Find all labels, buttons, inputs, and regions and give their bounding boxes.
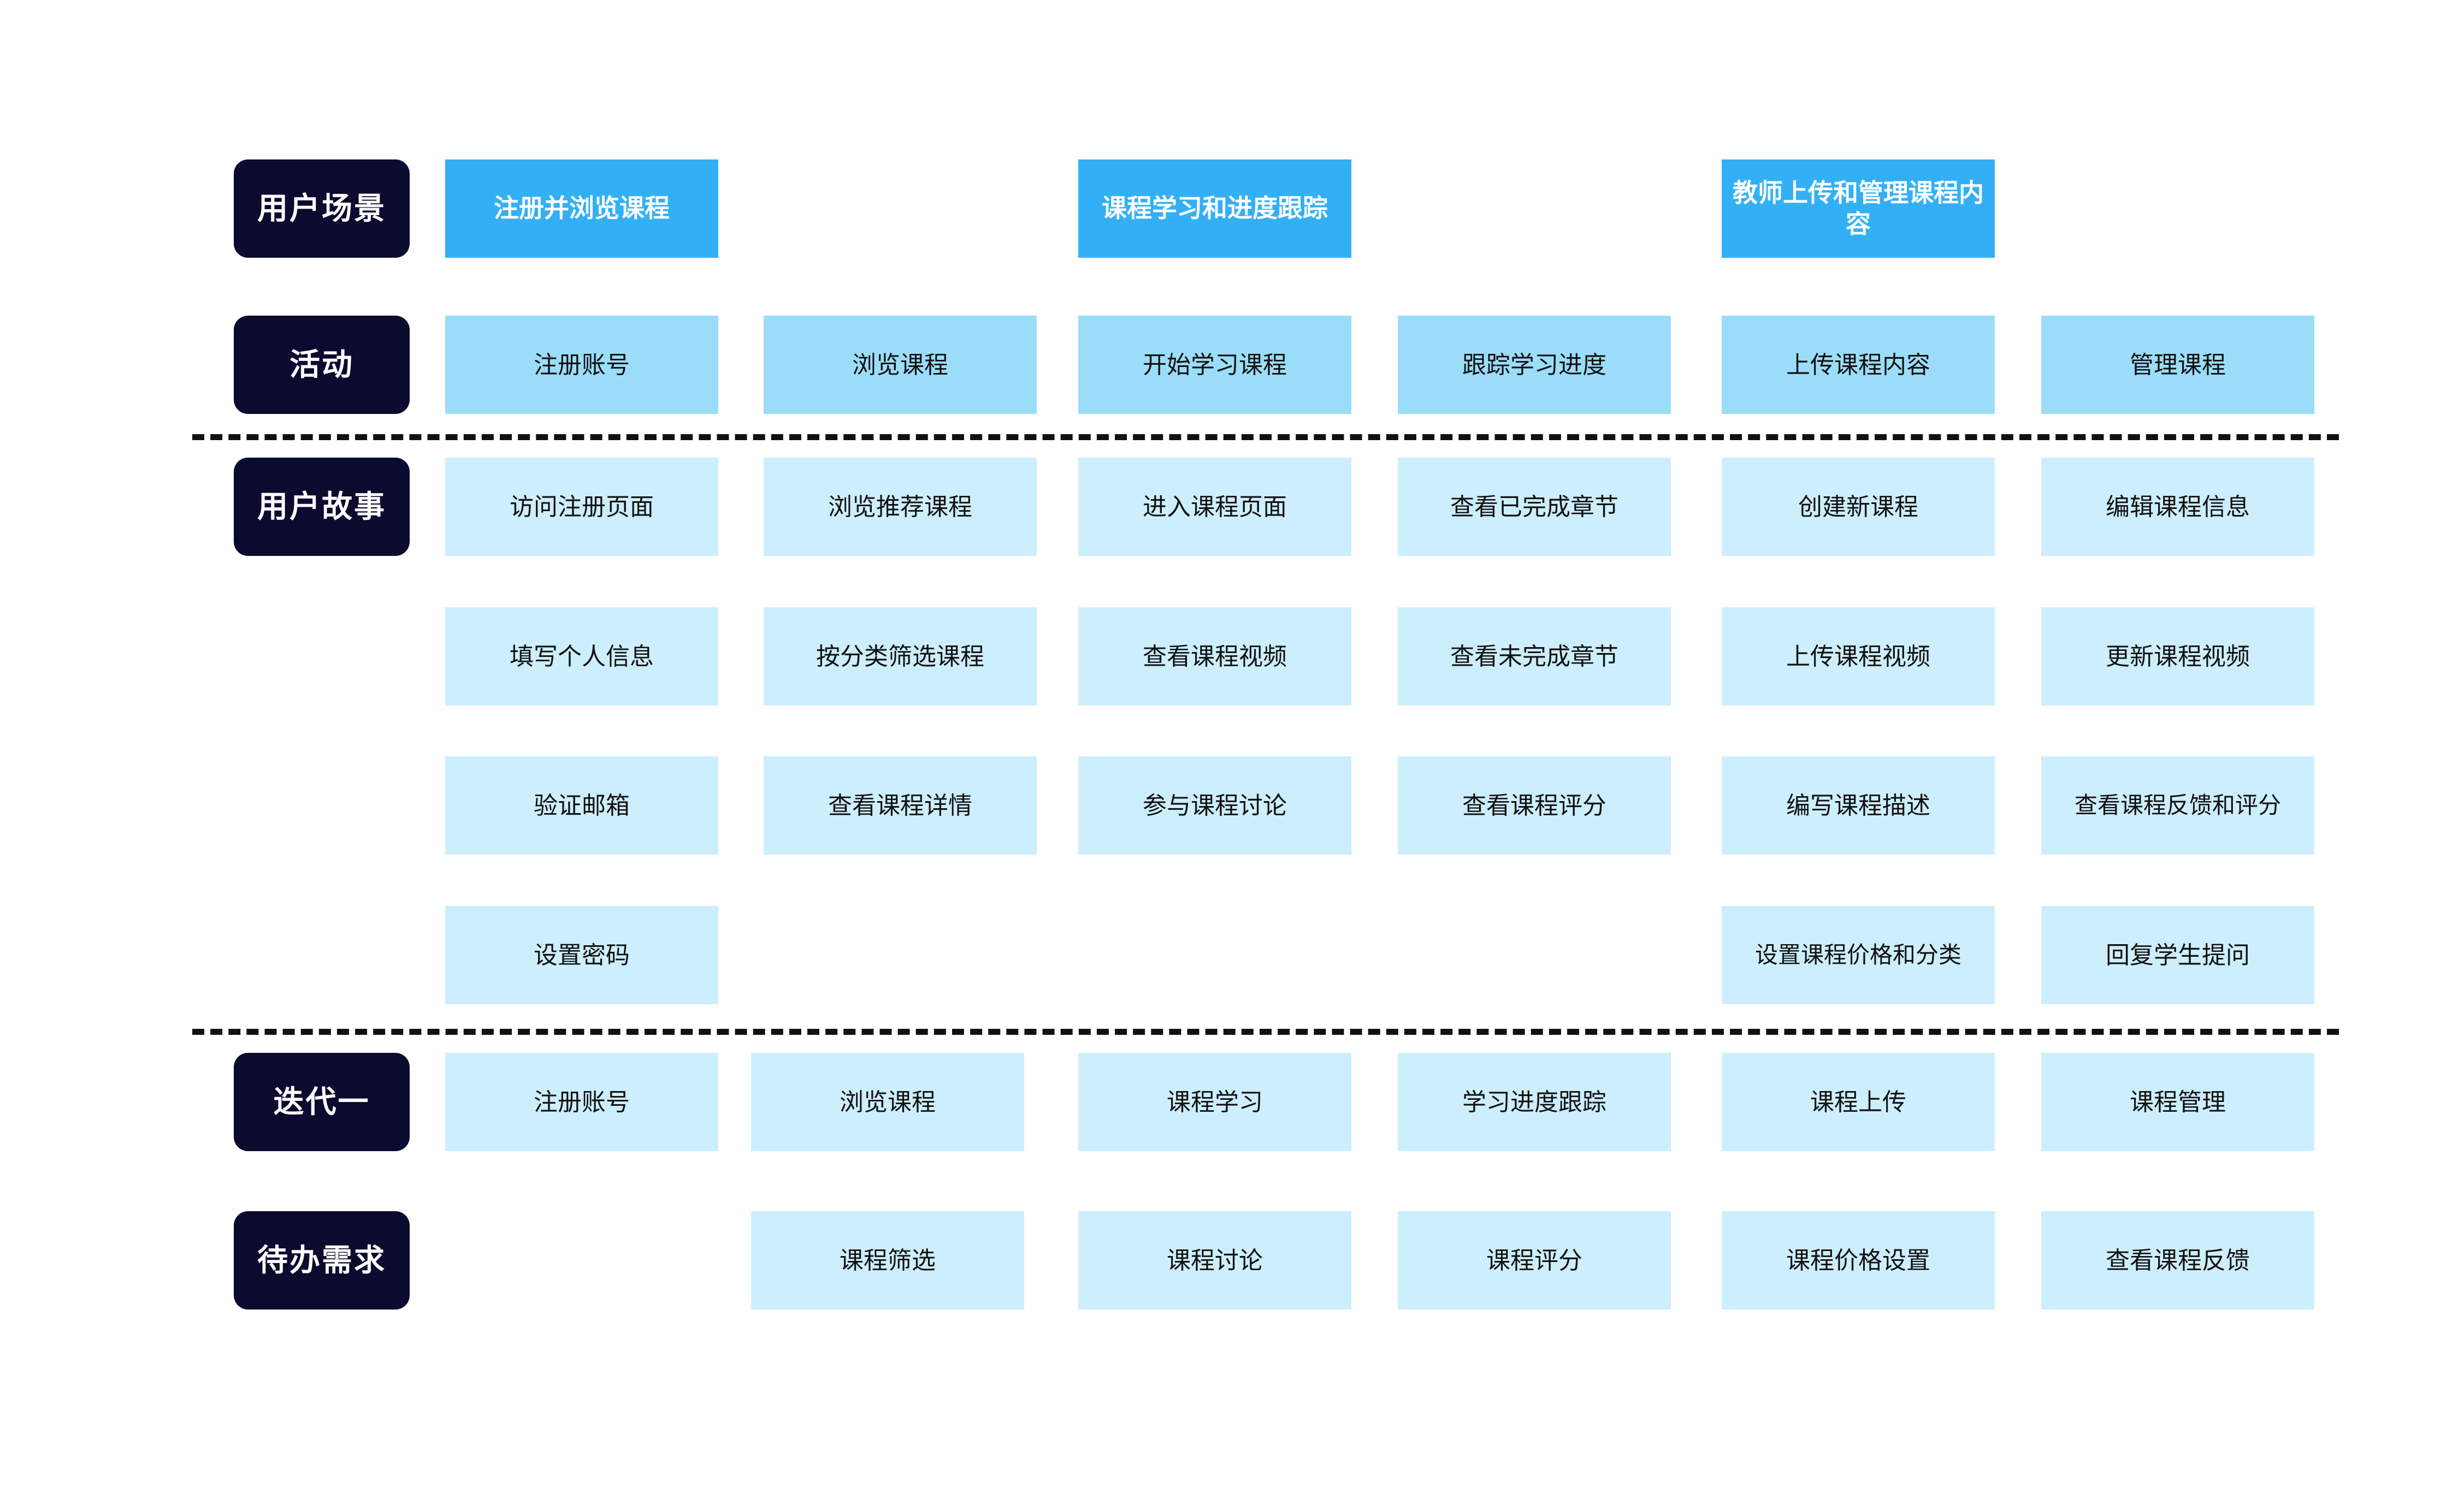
divider-above-user-stories — [192, 434, 2339, 440]
story-card-text: 查看课程反馈和评分 — [2074, 792, 2281, 818]
backlog-card-text: 课程筛选 — [840, 1247, 936, 1274]
divider-above-iteration — [192, 1029, 2339, 1035]
story-card-r1c0[interactable]: 访问注册页面 — [445, 458, 718, 556]
backlog-card-4[interactable]: 课程价格设置 — [1722, 1211, 1995, 1310]
backlog-card-5[interactable]: 查看课程反馈 — [2041, 1211, 2314, 1310]
iteration-card-text: 注册账号 — [534, 1088, 630, 1116]
story-card-r3c2[interactable]: 参与课程讨论 — [1078, 756, 1351, 855]
iteration-card-text: 课程学习 — [1167, 1088, 1263, 1116]
activity-card-text: 上传课程内容 — [1786, 351, 1930, 378]
row-label-scenario-text: 用户场景 — [257, 191, 386, 226]
story-card-text: 填写个人信息 — [510, 643, 654, 670]
activity-card-text: 浏览课程 — [852, 351, 948, 378]
iteration-card-0[interactable]: 注册账号 — [445, 1053, 718, 1151]
row-label-backlog: 待办需求 — [234, 1211, 410, 1310]
row-label-backlog-text: 待办需求 — [257, 1243, 386, 1278]
backlog-card-1[interactable]: 课程筛选 — [751, 1211, 1024, 1310]
story-card-r3c0[interactable]: 验证邮箱 — [445, 756, 718, 855]
activity-card-3[interactable]: 跟踪学习进度 — [1398, 316, 1671, 414]
story-card-r4c4[interactable]: 设置课程价格和分类 — [1722, 906, 1995, 1004]
row-label-user-story: 用户故事 — [234, 458, 410, 556]
row-label-user-story-text: 用户故事 — [257, 489, 386, 524]
iteration-card-text: 课程管理 — [2130, 1088, 2226, 1116]
activity-card-text: 跟踪学习进度 — [1462, 351, 1606, 378]
story-card-text: 查看已完成章节 — [1450, 493, 1618, 520]
backlog-card-text: 课程讨论 — [1167, 1247, 1263, 1274]
story-card-r4c5[interactable]: 回复学生提问 — [2041, 906, 2314, 1004]
story-card-text: 更新课程视频 — [2106, 643, 2250, 670]
iteration-card-1[interactable]: 浏览课程 — [751, 1053, 1024, 1151]
row-label-scenario: 用户场景 — [234, 159, 410, 258]
story-card-r1c3[interactable]: 查看已完成章节 — [1398, 458, 1671, 556]
iteration-card-text: 浏览课程 — [840, 1088, 936, 1116]
story-card-r2c2[interactable]: 查看课程视频 — [1078, 607, 1351, 706]
activity-card-text: 开始学习课程 — [1143, 351, 1287, 378]
story-card-r1c1[interactable]: 浏览推荐课程 — [764, 458, 1037, 556]
story-card-r3c1[interactable]: 查看课程详情 — [764, 756, 1037, 855]
scenario-card-register-browse[interactable]: 注册并浏览课程 — [445, 159, 718, 258]
row-label-activity-text: 活动 — [289, 347, 354, 382]
story-card-text: 编辑课程信息 — [2106, 493, 2250, 520]
story-card-text: 查看未完成章节 — [1450, 643, 1618, 670]
iteration-card-2[interactable]: 课程学习 — [1078, 1053, 1351, 1151]
story-card-text: 编写课程描述 — [1786, 792, 1930, 819]
activity-card-2[interactable]: 开始学习课程 — [1078, 316, 1351, 414]
activity-card-1[interactable]: 浏览课程 — [764, 316, 1037, 414]
activity-card-0[interactable]: 注册账号 — [445, 316, 718, 414]
iteration-card-5[interactable]: 课程管理 — [2041, 1053, 2314, 1151]
backlog-card-text: 查看课程反馈 — [2106, 1247, 2250, 1274]
row-label-iteration-text: 迭代一 — [273, 1085, 370, 1119]
iteration-card-text: 学习进度跟踪 — [1462, 1088, 1606, 1116]
story-card-r4c0[interactable]: 设置密码 — [445, 906, 718, 1004]
story-card-r2c4[interactable]: 上传课程视频 — [1722, 607, 1995, 706]
backlog-card-3[interactable]: 课程评分 — [1398, 1211, 1671, 1310]
backlog-card-text: 课程评分 — [1486, 1247, 1582, 1274]
scenario-card-learning-progress[interactable]: 课程学习和进度跟踪 — [1078, 159, 1351, 258]
activity-card-4[interactable]: 上传课程内容 — [1722, 316, 1995, 414]
activity-card-5[interactable]: 管理课程 — [2041, 316, 2314, 414]
story-card-text: 设置课程价格和分类 — [1754, 941, 1961, 968]
story-card-text: 查看课程视频 — [1143, 643, 1287, 670]
story-card-text: 查看课程评分 — [1462, 792, 1606, 819]
story-card-text: 验证邮箱 — [534, 792, 630, 819]
scenario-card-text: 注册并浏览课程 — [494, 194, 670, 223]
backlog-card-text: 课程价格设置 — [1786, 1247, 1930, 1274]
story-card-r2c1[interactable]: 按分类筛选课程 — [764, 607, 1037, 706]
iteration-card-3[interactable]: 学习进度跟踪 — [1398, 1053, 1671, 1151]
scenario-card-text: 教师上传和管理课程内容 — [1733, 178, 1984, 239]
story-card-text: 设置密码 — [534, 941, 630, 969]
story-card-r2c5[interactable]: 更新课程视频 — [2041, 607, 2314, 706]
story-card-r3c4[interactable]: 编写课程描述 — [1722, 756, 1995, 855]
story-card-r1c5[interactable]: 编辑课程信息 — [2041, 458, 2314, 556]
scenario-card-text: 课程学习和进度跟踪 — [1102, 194, 1328, 223]
row-label-iteration: 迭代一 — [234, 1053, 410, 1151]
story-card-text: 访问注册页面 — [510, 493, 654, 520]
iteration-card-4[interactable]: 课程上传 — [1722, 1053, 1995, 1151]
story-card-r1c4[interactable]: 创建新课程 — [1722, 458, 1995, 556]
activity-card-text: 管理课程 — [2130, 351, 2226, 378]
story-card-r2c3[interactable]: 查看未完成章节 — [1398, 607, 1671, 706]
story-card-text: 创建新课程 — [1798, 493, 1918, 520]
story-card-text: 浏览推荐课程 — [828, 493, 972, 520]
story-card-text: 回复学生提问 — [2106, 941, 2250, 969]
story-card-text: 参与课程讨论 — [1143, 792, 1287, 819]
scenario-card-teacher-upload-manage[interactable]: 教师上传和管理课程内容 — [1722, 159, 1995, 258]
story-card-r3c5[interactable]: 查看课程反馈和评分 — [2041, 756, 2314, 855]
iteration-card-text: 课程上传 — [1810, 1088, 1906, 1116]
story-card-text: 查看课程详情 — [828, 792, 972, 819]
story-card-r1c2[interactable]: 进入课程页面 — [1078, 458, 1351, 556]
row-label-activity: 活动 — [234, 316, 410, 414]
story-card-text: 上传课程视频 — [1786, 643, 1930, 670]
story-card-text: 按分类筛选课程 — [816, 643, 984, 670]
backlog-card-2[interactable]: 课程讨论 — [1078, 1211, 1351, 1310]
story-card-text: 进入课程页面 — [1143, 493, 1287, 520]
story-card-r3c3[interactable]: 查看课程评分 — [1398, 756, 1671, 855]
story-card-r2c0[interactable]: 填写个人信息 — [445, 607, 718, 706]
activity-card-text: 注册账号 — [534, 351, 630, 378]
